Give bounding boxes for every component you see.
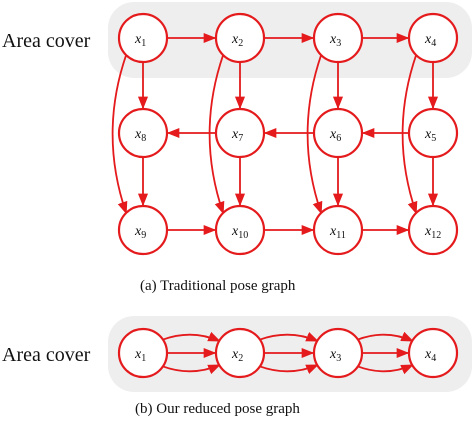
node-circle [407, 327, 459, 379]
a-node-x10: x10 [214, 204, 266, 256]
edge-x1-x9 [111, 54, 128, 215]
node-circle [407, 107, 459, 159]
edges-a [111, 32, 439, 236]
a-node-x3: x3 [312, 12, 364, 64]
node-label: x6 [329, 127, 341, 144]
edges-b [161, 331, 414, 375]
node-label: x9 [134, 224, 146, 241]
node-circle [117, 204, 169, 256]
node-label: x2 [231, 347, 243, 364]
row-label-a: Area cover [2, 30, 91, 52]
diagram-a: Area cover x1 x2 x3 x4 x8 x7 x6 x5 x9 x10 x11 x12 (… [2, 2, 472, 294]
nodes-b: x1 x2 x3 x4 [117, 327, 459, 379]
a-node-x7: x7 [214, 107, 266, 159]
node-label: x4 [424, 32, 436, 49]
node-circle [214, 107, 266, 159]
node-circle [312, 327, 364, 379]
a-node-x2: x2 [214, 12, 266, 64]
edge-x3-x11 [306, 54, 323, 215]
edge-x3-x4 [356, 364, 414, 375]
edge-x1-x2 [161, 364, 221, 375]
b-node-x2: x2 [214, 327, 266, 379]
area-cover-band-a [108, 2, 472, 78]
node-circle [117, 327, 169, 379]
node-circle [312, 107, 364, 159]
node-label: x2 [231, 32, 243, 49]
node-circle [312, 12, 364, 64]
node-label: x3 [329, 32, 341, 49]
node-label: x3 [329, 347, 341, 364]
a-node-x8: x8 [117, 107, 169, 159]
row-label-b: Area cover [2, 344, 91, 366]
edge-x2-x3 [258, 331, 319, 342]
node-label: x1 [134, 32, 146, 49]
diagram-b: Area cover x1 x2 x3 x4 (b) Our reduced pose… [2, 316, 472, 417]
a-node-x4: x4 [407, 12, 459, 64]
a-node-x5: x5 [407, 107, 459, 159]
edge-x2-x3 [258, 364, 319, 375]
node-label: x10 [231, 224, 248, 241]
edge-x1-x2 [161, 331, 221, 342]
node-label: x4 [424, 347, 436, 364]
a-node-x6: x6 [312, 107, 364, 159]
b-node-x4: x4 [407, 327, 459, 379]
node-label: x11 [329, 224, 346, 241]
node-circle [407, 12, 459, 64]
node-circle [312, 204, 364, 256]
b-node-x1: x1 [117, 327, 169, 379]
node-circle [214, 204, 266, 256]
node-label: x5 [424, 127, 436, 144]
caption-b: (b) Our reduced pose graph [135, 401, 300, 417]
b-node-x3: x3 [312, 327, 364, 379]
nodes-a: x1 x2 x3 x4 x8 x7 x6 x5 x9 x10 x11 x12 [117, 12, 459, 256]
node-circle [117, 107, 169, 159]
a-node-x9: x9 [117, 204, 169, 256]
edge-x3-x4 [356, 331, 414, 342]
node-circle [214, 327, 266, 379]
edge-x2-x10 [208, 54, 225, 215]
node-label: x7 [231, 127, 243, 144]
caption-a: (a) Traditional pose graph [140, 278, 296, 294]
node-label: x1 [134, 347, 146, 364]
a-node-x1: x1 [117, 12, 169, 64]
a-node-x12: x12 [407, 204, 459, 256]
node-circle [407, 204, 459, 256]
node-label: x12 [424, 224, 441, 241]
node-label: x8 [134, 127, 146, 144]
edge-x4-x12 [401, 54, 418, 215]
node-circle [214, 12, 266, 64]
a-node-x11: x11 [312, 204, 364, 256]
node-circle [117, 12, 169, 64]
